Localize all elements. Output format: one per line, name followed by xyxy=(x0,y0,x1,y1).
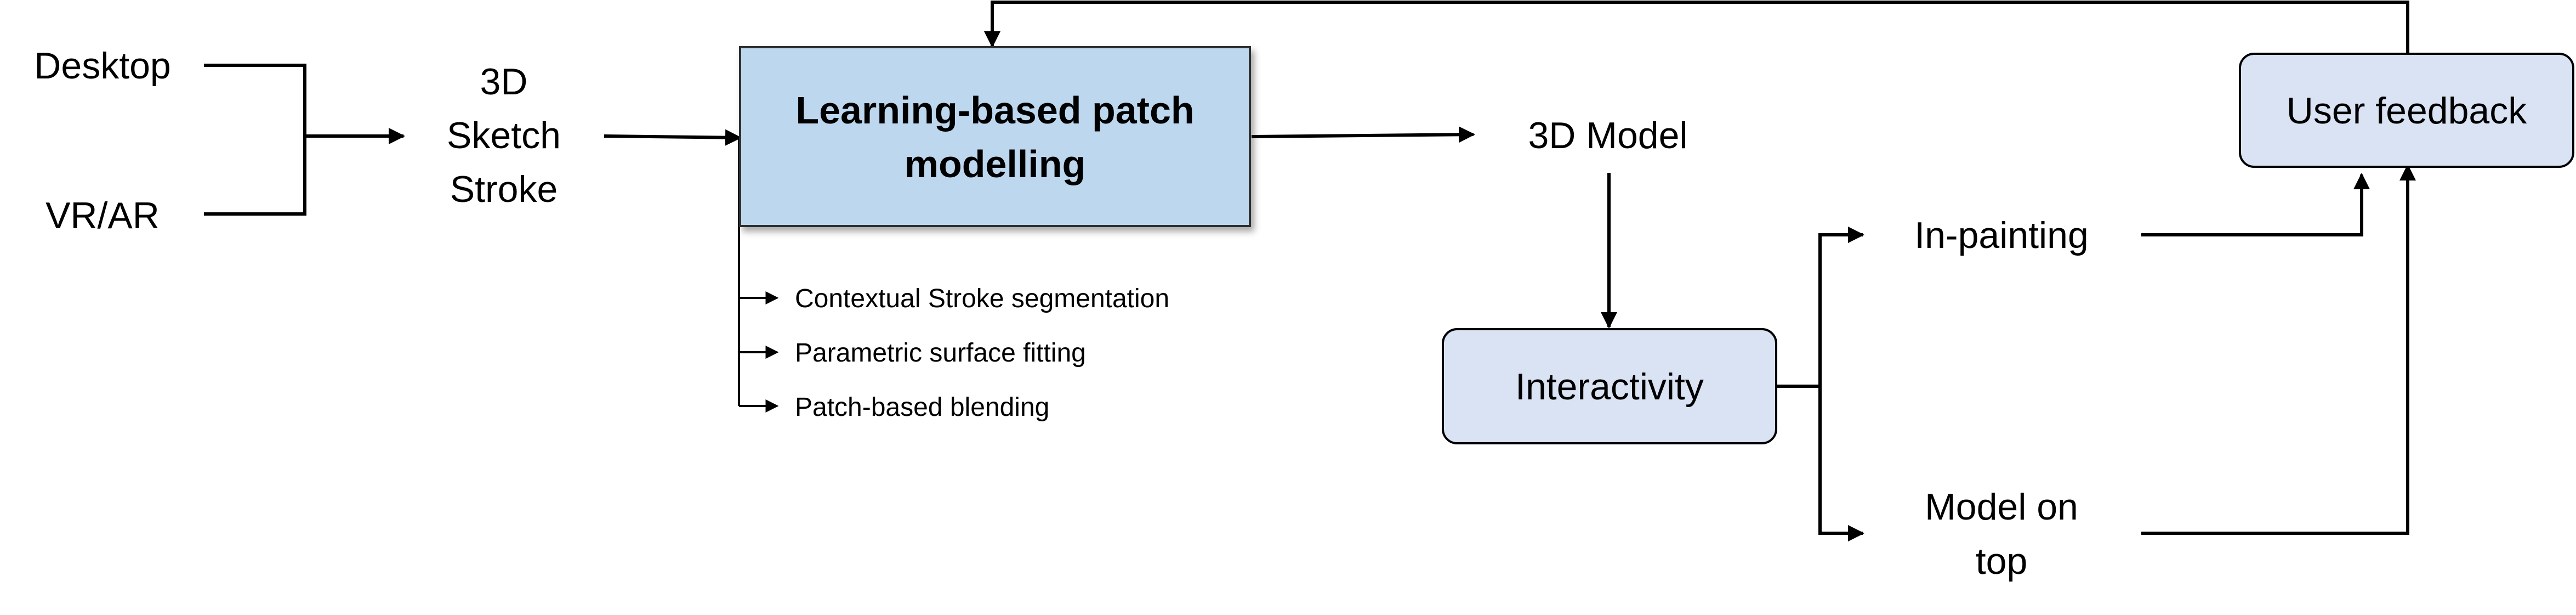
substep-stroke-segmentation: Contextual Stroke segmentation xyxy=(795,284,1169,313)
node-vr-ar: VR/AR xyxy=(46,195,160,236)
node-model-on-top: Model on top xyxy=(1925,486,2078,582)
patch-modelling-box xyxy=(739,46,1251,227)
edge-to-inpainting xyxy=(1818,227,1864,386)
edge-desktop xyxy=(204,64,306,136)
sketch-stroke-line-1: 3D xyxy=(480,61,528,103)
interactivity-box xyxy=(1442,328,1777,444)
edge-modelling-to-model xyxy=(1251,126,1475,143)
model-on-top-line-1: Model on xyxy=(1925,486,2078,528)
node-desktop: Desktop xyxy=(34,45,170,87)
user-feedback-label: User feedback xyxy=(2287,90,2527,132)
node-interactivity: Interactivity xyxy=(1442,328,1777,444)
patch-modelling-line-1: Learning-based patch xyxy=(795,89,1194,132)
node-user-feedback: User feedback xyxy=(2239,53,2574,168)
edge-vr-ar xyxy=(204,136,306,216)
edge-inpainting-to-feedback xyxy=(2141,173,2370,236)
edge-to-model-on-top xyxy=(1818,386,1864,541)
model-on-top-line-2: top xyxy=(1976,540,2028,582)
interactivity-label: Interactivity xyxy=(1515,366,1704,408)
node-patch-modelling: Learning-based patch modelling xyxy=(739,46,1251,227)
sketch-stroke-line-3: Stroke xyxy=(450,168,558,210)
patch-modelling-line-2: modelling xyxy=(905,143,1086,185)
substep-patch-blending: Patch-based blending xyxy=(795,393,1049,422)
edge-model-on-top-to-feedback xyxy=(2141,164,2416,535)
edges xyxy=(204,1,2416,541)
sketch-stroke-line-2: Sketch xyxy=(447,115,561,156)
edge-stroke-to-modelling xyxy=(604,129,742,146)
user-feedback-box xyxy=(2239,53,2574,168)
node-sketch-stroke: 3D Sketch Stroke xyxy=(447,61,561,210)
substep-surface-fitting: Parametric surface fitting xyxy=(795,338,1086,368)
node-inpainting: In-painting xyxy=(1914,215,2089,256)
node-3d-model: 3D Model xyxy=(1528,115,1687,156)
nodes: Desktop VR/AR 3D Sketch Stroke Learning-… xyxy=(34,45,2574,582)
edge-feedback-loop xyxy=(984,1,2409,53)
